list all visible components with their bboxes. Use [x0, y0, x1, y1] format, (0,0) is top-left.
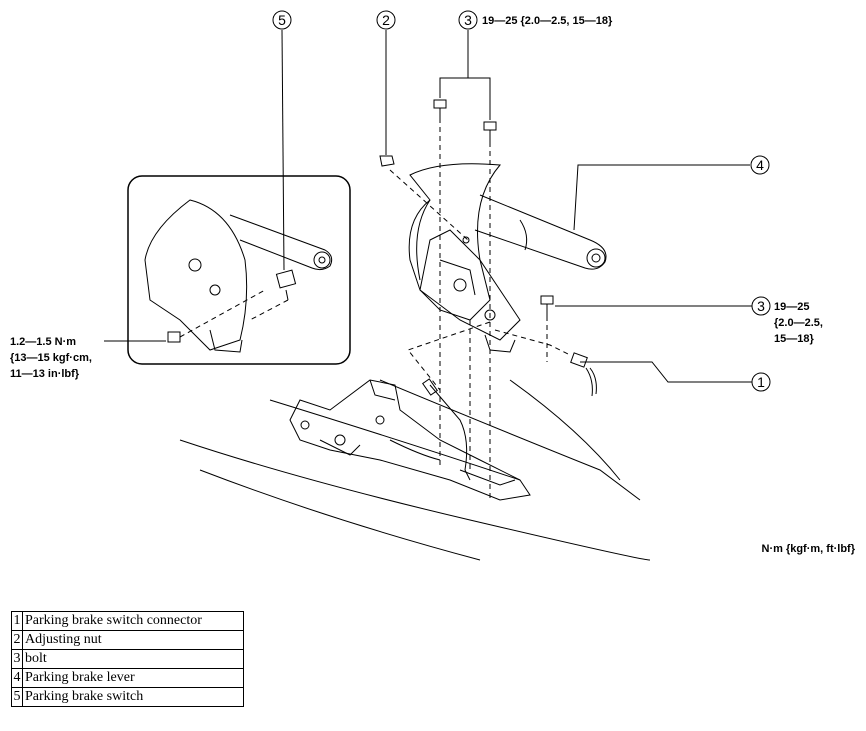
svg-text:{2.0—2.5,: {2.0—2.5,	[774, 317, 823, 329]
svg-text:2: 2	[382, 12, 390, 28]
floor-outline	[179, 379, 651, 561]
legend-number: 5	[11, 687, 23, 707]
leader-lines	[104, 29, 752, 383]
svg-text:3: 3	[757, 298, 765, 314]
parking-brake-lever	[408, 163, 607, 353]
bolt-top-right	[483, 121, 497, 142]
svg-text:3: 3	[464, 12, 472, 28]
callout-4: 4	[750, 155, 770, 175]
switch-connector	[570, 352, 597, 397]
legend-part-name: bolt	[22, 649, 244, 669]
callout-3-top: 3	[458, 10, 478, 30]
svg-text:{13—15 kgf·cm,: {13—15 kgf·cm,	[10, 352, 92, 364]
legend-part-name: Parking brake switch connector	[22, 611, 244, 631]
legend-number: 1	[11, 611, 23, 631]
svg-text:5: 5	[278, 12, 286, 28]
switch-detail-inset	[127, 175, 351, 365]
cable	[389, 378, 471, 481]
torque-spec-top: 19—25 {2.0—2.5, 15—18}	[482, 15, 613, 27]
callout-2: 2	[376, 10, 396, 30]
torque-spec-right: 19—25 {2.0—2.5, 15—18}	[774, 301, 823, 345]
legend-part-name: Parking brake switch	[22, 687, 244, 707]
adjusting-nut	[379, 155, 395, 167]
svg-text:4: 4	[756, 157, 764, 173]
callout-1: 1	[751, 372, 771, 392]
legend-number: 3	[11, 649, 23, 669]
assembly-guides	[389, 118, 571, 500]
units-label: N·m {kgf·m, ft·lbf}	[762, 543, 856, 555]
svg-text:11—13 in·lbf}: 11—13 in·lbf}	[10, 368, 80, 380]
callout-3-right: 3	[751, 296, 771, 316]
svg-text:1: 1	[757, 374, 765, 390]
floor-bracket	[289, 379, 531, 501]
legend-part-name: Adjusting nut	[22, 630, 244, 650]
bolt-top-left	[433, 99, 447, 118]
legend-number: 4	[11, 668, 23, 688]
parking-brake-exploded-diagram: 5 2 3 4 3 1 19—25 {2.0—2.5, 15—18} 19—25…	[10, 10, 856, 561]
legend-number: 2	[11, 630, 23, 650]
svg-text:15—18}: 15—18}	[774, 333, 814, 345]
bolt-right	[540, 295, 554, 316]
svg-text:19—25: 19—25	[774, 301, 809, 313]
callout-5: 5	[272, 10, 292, 30]
legend-part-name: Parking brake lever	[22, 668, 244, 688]
torque-spec-left: 1.2—1.5 N·m {13—15 kgf·cm, 11—13 in·lbf}	[10, 336, 92, 380]
svg-text:1.2—1.5 N·m: 1.2—1.5 N·m	[10, 336, 76, 348]
